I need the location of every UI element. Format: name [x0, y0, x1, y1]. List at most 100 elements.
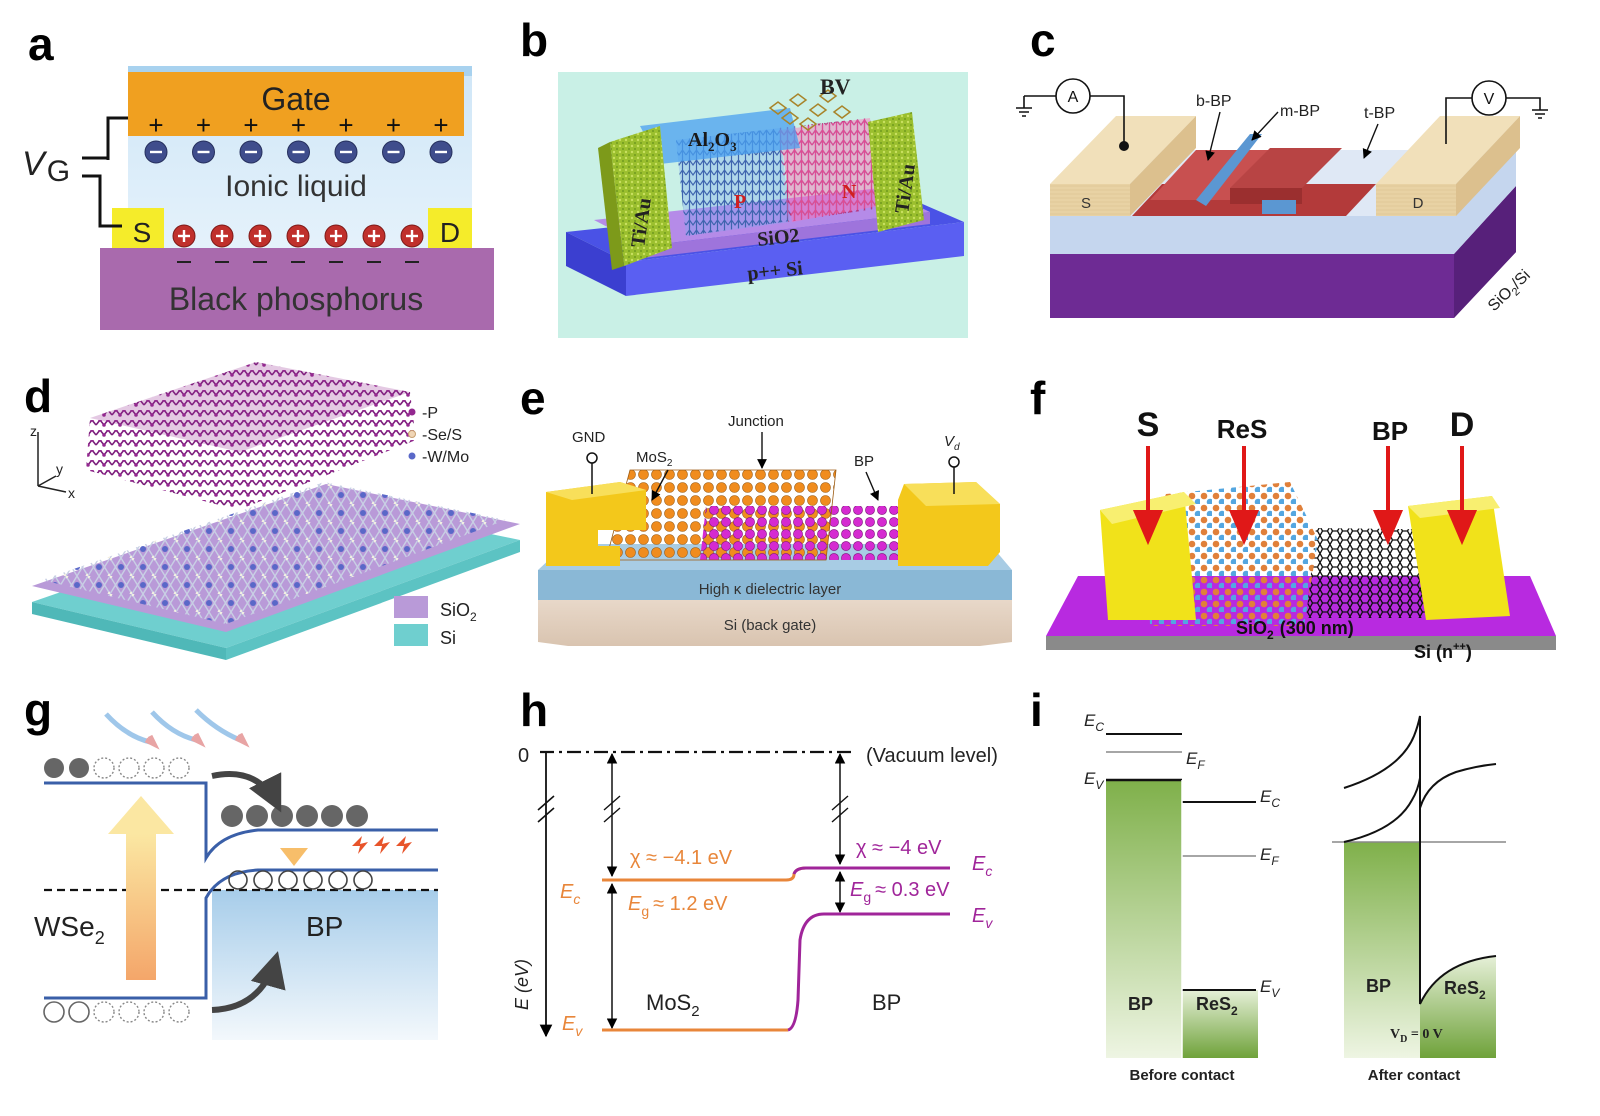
bp-valence-band — [787, 912, 950, 1032]
anion — [144, 140, 168, 164]
voltmeter-symbol — [1471, 80, 1507, 116]
n-region — [780, 118, 878, 222]
anion — [429, 140, 453, 164]
i-bp-label-2: BP — [1366, 976, 1391, 996]
cation — [210, 224, 234, 248]
zero-label: 0 — [518, 745, 529, 767]
cation — [248, 224, 272, 248]
i-ef-label-2: EF — [1260, 845, 1279, 868]
hole — [228, 870, 248, 890]
cation — [286, 224, 310, 248]
red-probe-arrows — [1132, 446, 1478, 546]
t-bp-label: t-BP — [1364, 105, 1395, 122]
vd-label: Vd — [944, 433, 960, 453]
wse2-label: WSe2 — [34, 911, 105, 948]
panel-f-label: f — [1030, 372, 1046, 424]
source-electrode — [112, 208, 164, 248]
electron — [271, 805, 293, 827]
hole — [253, 870, 273, 890]
i-ec-label-1: EC — [1084, 711, 1104, 734]
bp-lattice-d — [86, 362, 416, 510]
source-contact-c — [1050, 184, 1130, 216]
cation — [400, 224, 424, 248]
electron — [346, 805, 368, 827]
legend-si: Si — [440, 628, 456, 648]
bp-bar-before — [1106, 780, 1182, 1058]
res2-bar-after — [1420, 956, 1496, 1058]
plus-charge: + — [433, 110, 448, 140]
plus-charge: + — [243, 110, 258, 140]
bp-flake-e — [700, 506, 930, 560]
panel-c-label: c — [1030, 14, 1056, 66]
panel-a-label: a — [28, 18, 54, 70]
ground-symbol-left — [1016, 96, 1032, 117]
empty-state — [143, 1001, 165, 1023]
empty-state — [168, 1001, 190, 1023]
legend-ses-dot — [408, 430, 416, 438]
axes-triad — [37, 432, 67, 493]
source-label-c: S — [1081, 195, 1091, 212]
gnd-label: GND — [572, 429, 606, 446]
tmd-lattice — [42, 482, 506, 624]
ammeter-label: A — [1068, 89, 1079, 106]
electron — [69, 758, 89, 778]
cation — [172, 224, 196, 248]
bp-label: Black phosphorus — [169, 281, 423, 317]
al2o3-layer — [640, 108, 800, 164]
gnd-contact — [546, 482, 646, 566]
drain-electrode — [428, 208, 472, 248]
axis-break — [537, 795, 555, 823]
voltmeter-wire — [1445, 97, 1541, 144]
ammeter-symbol — [1055, 78, 1091, 114]
vg-wiring — [82, 116, 128, 228]
legend-p: -P — [422, 405, 438, 422]
bp-fermi-fill — [212, 890, 438, 1040]
cation — [362, 224, 386, 248]
electron-transfer-arrow — [211, 771, 282, 813]
gate-label: Gate — [261, 81, 330, 117]
legend-sio2: SiO2 — [440, 600, 477, 624]
i-ev-label-1: EV — [1084, 769, 1104, 792]
panel-e: e High κ dielectric layer Si (back gate)… — [520, 372, 1012, 646]
panel-h-label: h — [520, 684, 548, 736]
excitation-arrow-head — [108, 796, 174, 834]
gate-plus-charges: +++++++ — [148, 110, 448, 140]
panel-i: i EC EF EV EC EF EV BP ReS2 Before conta… — [1030, 684, 1506, 1084]
plus-charge: + — [291, 110, 306, 140]
i-ev-label-2: EV — [1260, 977, 1280, 1000]
bp-label-h: BP — [872, 990, 901, 1015]
hole — [353, 870, 373, 890]
bv-molecules — [768, 89, 852, 131]
bp-label-g: BP — [306, 911, 343, 942]
hole — [303, 870, 323, 890]
si-substrate-f — [1046, 636, 1556, 650]
m-bp-flake — [1196, 134, 1262, 206]
electron — [296, 805, 318, 827]
res2-bar-before — [1182, 990, 1258, 1058]
panel-i-label: i — [1030, 684, 1043, 736]
ground-symbol-right — [1532, 109, 1548, 119]
electrons-wse2 — [44, 757, 190, 779]
anion — [334, 140, 358, 164]
si-label-f: Si (n++) — [1414, 641, 1472, 662]
plus-charge: + — [196, 110, 211, 140]
empty-state — [118, 757, 140, 779]
panel-b-label: b — [520, 14, 548, 66]
b-bp-label: b-BP — [1196, 93, 1232, 110]
bp-gap-label: Eg≈ 0.3 eV — [850, 879, 950, 905]
mos2-label-h: MoS2 — [646, 990, 700, 1020]
electrons-bp — [221, 805, 368, 827]
panel-d-label: d — [24, 370, 52, 422]
al2o3-label: Al2O3 — [688, 129, 737, 154]
hole — [43, 1001, 65, 1023]
dielectric-layer — [538, 570, 1012, 600]
bv-label: BV — [820, 74, 851, 99]
anion — [287, 140, 310, 164]
electron — [246, 805, 268, 827]
plus-charge: + — [386, 110, 401, 140]
n-label: N — [842, 181, 857, 203]
panel-a: a Gate +++++++ Ionic liquid S D Black ph… — [22, 18, 494, 330]
panel-g-label: g — [24, 684, 52, 736]
right-ti-au-contact — [868, 112, 924, 232]
panel-f: f S ReS BP D SiO2(300 nm) Si (n++) — [1030, 372, 1556, 662]
